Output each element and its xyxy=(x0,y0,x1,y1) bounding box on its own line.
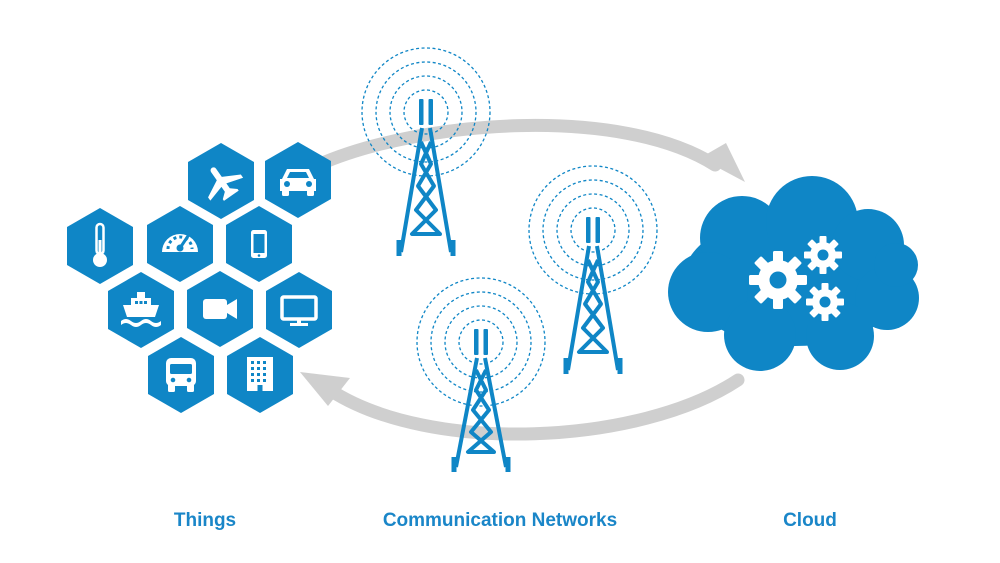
cloud xyxy=(668,176,919,371)
thing-ship xyxy=(108,272,174,348)
thing-monitor xyxy=(266,272,332,348)
gauge-icon xyxy=(162,234,198,252)
cell-tower-icon xyxy=(396,99,456,256)
thing-building xyxy=(227,337,293,413)
arrow-things-to-cloud xyxy=(311,118,722,172)
tower-2 xyxy=(528,165,658,374)
cell-tower-icon xyxy=(451,329,511,472)
signal-waves-icon xyxy=(416,277,546,407)
smartphone-icon xyxy=(251,230,267,258)
building-icon xyxy=(247,357,273,391)
things-label: Things xyxy=(173,510,237,531)
arrow-cloud-to-things xyxy=(323,373,745,441)
communication-networks-label: Communication Networks xyxy=(382,510,618,531)
tower-3 xyxy=(416,277,546,472)
thing-airplane xyxy=(188,143,254,219)
cloud-label: Cloud xyxy=(783,510,837,531)
gears-icon xyxy=(749,236,844,321)
tower-1 xyxy=(361,47,491,256)
thing-video-camera xyxy=(187,271,253,347)
thing-smartphone xyxy=(226,206,292,282)
thermometer-icon xyxy=(93,222,107,267)
arrow-head-to-things xyxy=(300,372,350,406)
cell-tower-icon xyxy=(563,217,623,374)
airplane-icon xyxy=(208,167,244,201)
communication-towers xyxy=(361,47,658,472)
thing-gauge xyxy=(147,206,213,282)
video-camera-icon xyxy=(203,299,237,319)
thing-car xyxy=(265,142,331,218)
thing-bus xyxy=(148,337,214,413)
thing-thermometer xyxy=(67,208,133,284)
arrow-head-to-cloud xyxy=(700,143,745,182)
car-icon xyxy=(280,169,316,196)
bus-icon xyxy=(166,358,196,392)
flow-arrows xyxy=(300,118,745,441)
things-cluster xyxy=(67,142,332,413)
ship-icon xyxy=(121,292,161,327)
monitor-icon xyxy=(280,295,318,326)
